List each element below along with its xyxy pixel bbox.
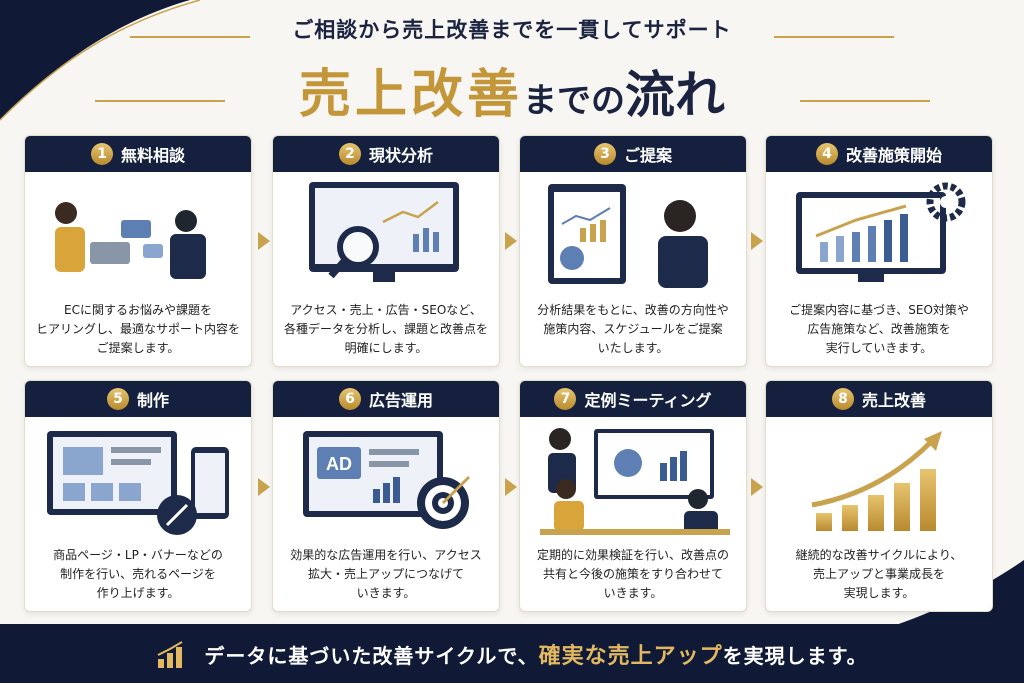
meeting-illustration: [520, 417, 746, 539]
step-description: 継続的な改善サイクルにより、 売上アップと事業成長を 実現します。: [795, 548, 963, 600]
step-header: 4 改善施策開始: [766, 136, 992, 172]
step-title: 無料相談: [120, 146, 185, 165]
flow-arrow: [751, 232, 763, 250]
page-subtitle: ご相談から売上改善までを一貫してサポート: [292, 18, 732, 42]
corner-decoration-right: [880, 560, 1024, 630]
step-title: 制作: [136, 391, 169, 410]
step-description: 効果的な広告運用を行い、アクセス 拡大・売上アップにつなげて いきます。: [290, 548, 482, 600]
proposal-illustration: [520, 172, 746, 294]
consultation-illustration: [25, 172, 251, 294]
title-main: 売上改善: [298, 64, 523, 125]
step-number: 3: [593, 143, 616, 165]
title-end: 流れ: [625, 65, 725, 124]
analysis-illustration: [273, 172, 499, 294]
step-card-8: 8 売上改善 継続的な改善サイクルにより、 売上アップと事業成長を 実現します。: [765, 380, 993, 612]
flow-arrow: [258, 478, 270, 496]
step-title: 売上改善: [861, 391, 926, 410]
flow-arrow: [751, 478, 763, 496]
step-card-2: 2 現状分析 アクセス・売上・広告・SEOなど、 各種データを分析し、課題と改善点…: [272, 135, 500, 367]
step-description: ご提案内容に基づき、SEO対策や 広告施策など、改善施策を 実行していきます。: [789, 303, 969, 355]
step-number: 4: [815, 143, 838, 165]
production-illustration: [25, 417, 251, 539]
growth-chart-illustration: [766, 417, 992, 539]
step-description: 分析結果をもとに、改善の方向性や 施策内容、スケジュールをご提案 いたします。: [537, 303, 729, 355]
implementation-illustration: [766, 172, 992, 294]
footer-banner: データに基づいた改善サイクルで、確実な売上アップを実現します。: [0, 624, 1024, 683]
step-card-5: 5 制作 商品ページ・LP・バナーなどの 制作を行い、売れるページを 作り上げます…: [24, 380, 252, 612]
step-title: 定例ミーティング: [584, 391, 712, 410]
footer-text-before: データに基づいた改善サイクルで、: [204, 643, 539, 668]
title-rule-right: [800, 100, 930, 102]
footer-text-after: を実現します。: [722, 643, 868, 668]
step-number: 6: [338, 388, 361, 410]
flow-arrow: [505, 478, 517, 496]
step-title: 現状分析: [368, 146, 433, 165]
step-header: 1 無料相談: [25, 136, 251, 172]
flow-arrow: [258, 232, 270, 250]
step-description: 商品ページ・LP・バナーなどの 制作を行い、売れるページを 作り上げます。: [53, 548, 223, 600]
step-number: 5: [106, 388, 129, 410]
step-header: 5 制作: [25, 381, 251, 417]
page-title: 売上改善までの流れ: [0, 52, 1024, 127]
flow-arrow: [505, 232, 517, 250]
step-card-4: 4 改善施策開始 ご提案内容に基づき、SEO対策や 広告施策など、改善施策を 実行…: [765, 135, 993, 367]
title-rule-left: [95, 100, 225, 102]
step-header: 6 広告運用: [273, 381, 499, 417]
footer-highlight: 確実な売上アップ: [538, 643, 723, 669]
step-title: ご提案: [623, 146, 672, 165]
step-header: 2 現状分析: [273, 136, 499, 172]
step-card-7: 7 定例ミーティング 定期的に効果検証を行い、改善点の 共有と今後の施策をすり合わ…: [519, 380, 747, 612]
step-header: 3 ご提案: [520, 136, 746, 172]
step-card-6: 6 広告運用 AD 効果的な広告運用を行い、アクセス 拡大・売上アップにつなげて …: [272, 380, 500, 612]
ad-label: AD: [326, 454, 352, 474]
step-description: ECに関するお悩みや課題を ヒアリングし、最適なサポート内容を ご提案します。: [35, 303, 240, 355]
corner-decoration-left: [0, 0, 201, 121]
step-description: アクセス・売上・広告・SEOなど、 各種データを分析し、課題と改善点を 明確にし…: [283, 303, 488, 355]
header: ご相談から売上改善までを一貫してサポート 売上改善までの流れ: [0, 0, 1024, 128]
subtitle-rule-left: [130, 36, 250, 38]
step-number: 2: [338, 143, 361, 165]
step-card-1: 1 無料相談 ECに関するお悩みや課題を ヒアリングし、最適なサポート内容を ご提…: [24, 135, 252, 367]
step-number: 7: [554, 388, 577, 410]
title-mid: までの: [523, 81, 625, 121]
ad-operation-illustration: AD: [273, 417, 499, 539]
footer-message: データに基づいた改善サイクルで、確実な売上アップを実現します。: [204, 638, 867, 670]
step-number: 1: [90, 143, 113, 165]
growth-bars-icon: [157, 640, 183, 668]
step-description: 定期的に効果検証を行い、改善点の 共有と今後の施策をすり合わせて いきます。: [536, 548, 729, 600]
step-title: 改善施策開始: [845, 146, 942, 165]
step-number: 8: [831, 388, 854, 410]
subtitle-rule-right: [774, 36, 894, 38]
step-header: 7 定例ミーティング: [520, 381, 746, 417]
step-card-3: 3 ご提案 分析結果をもとに、改善の方向性や 施策内容、スケジュールをご提案 いた…: [519, 135, 747, 367]
step-header: 8 売上改善: [766, 381, 992, 417]
step-title: 広告運用: [368, 391, 433, 410]
